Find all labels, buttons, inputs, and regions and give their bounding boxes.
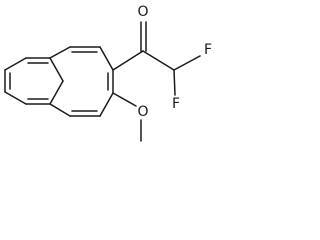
fluorine-top-label: F xyxy=(204,42,212,58)
bond xyxy=(49,46,71,59)
bond xyxy=(49,80,64,105)
bond xyxy=(112,92,137,107)
bond xyxy=(4,91,27,105)
bonds xyxy=(4,21,201,142)
chemical-structure: O F F O xyxy=(4,4,212,142)
methoxy-oxygen-label: O xyxy=(137,104,148,120)
bond xyxy=(49,57,64,82)
bond xyxy=(49,103,71,117)
bond xyxy=(142,50,175,71)
fluorine-bottom-label: F xyxy=(172,96,180,112)
carbonyl-oxygen-label: O xyxy=(137,4,148,20)
bond xyxy=(99,92,114,117)
bond xyxy=(173,55,201,71)
bond xyxy=(112,50,144,71)
bond xyxy=(4,57,27,71)
atom-labels: O F F O xyxy=(137,4,212,120)
bond xyxy=(99,46,114,71)
bond xyxy=(173,69,176,96)
